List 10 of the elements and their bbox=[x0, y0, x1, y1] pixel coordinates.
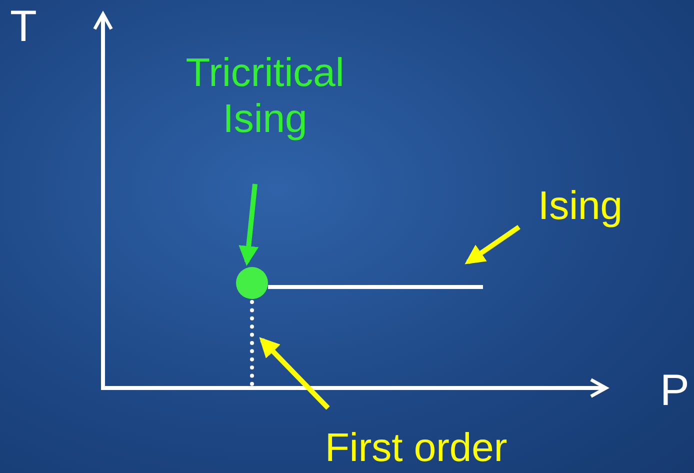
axis-label: T bbox=[10, 4, 37, 50]
axis-label: P bbox=[660, 368, 690, 414]
phase-label: Tricritical Ising bbox=[150, 50, 380, 142]
arrow bbox=[238, 184, 259, 266]
arrow bbox=[464, 224, 520, 264]
dotted-phase-line bbox=[250, 300, 254, 386]
arrow bbox=[259, 337, 330, 410]
tricritical-point bbox=[236, 267, 268, 299]
phase-label: Ising bbox=[538, 183, 622, 229]
phase-label: First order bbox=[325, 425, 508, 471]
